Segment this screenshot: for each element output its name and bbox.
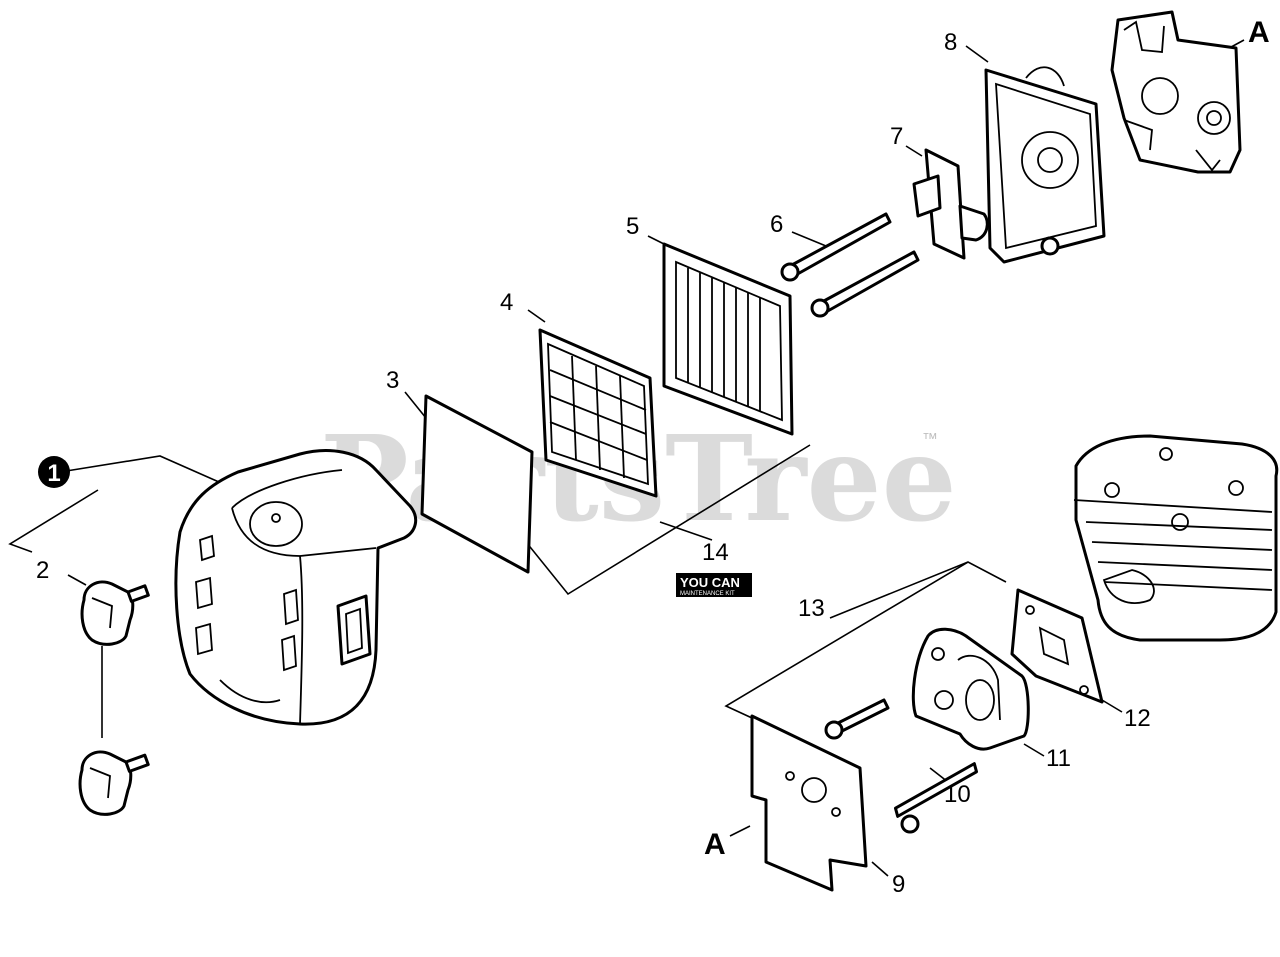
callout-1-circle	[38, 456, 70, 488]
callout-12: 12	[1124, 705, 1151, 732]
callout-5: 5	[626, 213, 639, 240]
kit-badge-top: YOU CAN	[680, 575, 740, 590]
callout-13: 13	[798, 595, 825, 622]
callout-7: 7	[890, 123, 903, 150]
short-bolt-lower-part[interactable]	[892, 741, 979, 840]
air-filter-pleats	[687, 268, 761, 411]
knob-upper-part[interactable]	[80, 580, 150, 646]
short-bolt-upper-part[interactable]	[824, 698, 890, 740]
callout-11: 11	[1046, 745, 1071, 772]
knob-lower-part[interactable]	[78, 750, 150, 816]
gasket-part[interactable]	[1010, 588, 1104, 704]
cylinder-part[interactable]	[1073, 434, 1279, 642]
long-bolt-upper-part[interactable]	[780, 212, 892, 282]
callout-3: 3	[386, 367, 399, 394]
callout-1: 1	[47, 460, 60, 487]
callout-6: 6	[770, 211, 783, 238]
callout-8: 8	[944, 29, 957, 56]
pre-filter-sheet-part[interactable]	[420, 394, 534, 574]
breather-bracket-part[interactable]	[912, 148, 989, 260]
callout-2: 2	[36, 557, 49, 584]
watermark-trademark: ™	[922, 431, 938, 448]
air-filter-part[interactable]	[662, 242, 794, 436]
callout-labels: 1 2 3 4 5 6 7 8 9 10 11 12 13 14 A A	[36, 16, 1270, 898]
callout-10: 10	[944, 781, 971, 808]
insulator-plate-part[interactable]	[750, 714, 868, 892]
carburetor-part[interactable]	[1110, 10, 1242, 174]
callout-14: 14	[702, 539, 729, 566]
reference-a-bottom: A	[704, 828, 726, 861]
callout-9: 9	[892, 871, 905, 898]
you-can-maintenance-kit-badge: YOU CAN MAINTENANCE KIT	[676, 573, 752, 597]
callout-lines	[8, 39, 1245, 877]
filter-cage-part[interactable]	[538, 328, 658, 498]
filter-base-part[interactable]	[984, 66, 1106, 264]
filter-cage-grid	[549, 355, 648, 479]
air-cleaner-cover-part[interactable]	[174, 449, 418, 726]
callout-4: 4	[500, 289, 513, 316]
intake-insulator-part[interactable]	[911, 627, 1030, 751]
long-bolt-lower-part[interactable]	[810, 250, 920, 318]
reference-a-top: A	[1248, 16, 1270, 49]
kit-badge-bottom: MAINTENANCE KIT	[680, 591, 735, 597]
